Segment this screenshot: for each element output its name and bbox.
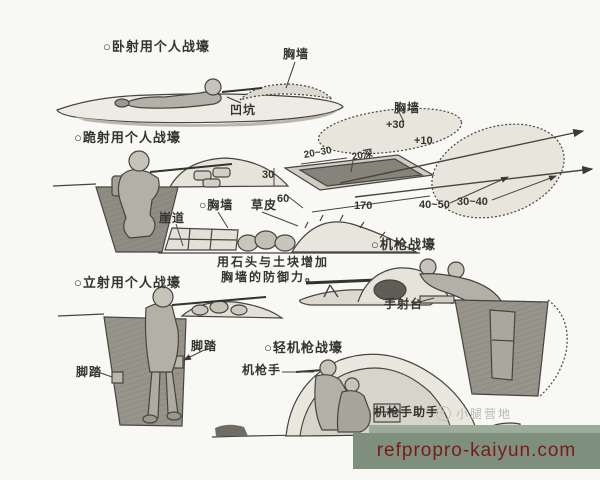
parapet-closeup-title: ○胸墙 — [199, 198, 234, 212]
url-banner[interactable]: refpropro-kaiyun.com — [353, 433, 600, 469]
plan-dim-30-40: 30~40 — [457, 196, 488, 208]
pit-label: 凹坑 — [230, 103, 257, 117]
sod-label: 草皮 — [251, 198, 278, 212]
mg-position-drawing — [299, 258, 568, 397]
cliff-path-label: 崖道 — [159, 211, 186, 225]
footstep-label-left: 脚踏 — [76, 365, 103, 379]
kneeling-position-title: ○跪射用个人战壕 — [74, 130, 181, 145]
parapet-caption-line1: 用石头与土块增加 — [217, 255, 330, 269]
gunner-assistant-label: 机枪手助手 — [374, 405, 440, 419]
gunner-label: 机枪手 — [242, 363, 282, 377]
banner-url-text[interactable]: refpropro-kaiyun.com — [376, 440, 577, 461]
firing-platform-label: 手射台 — [384, 297, 424, 311]
lmg-position-title: ○轻机枪战壕 — [264, 340, 343, 355]
plan-dim-60: 60 — [277, 193, 290, 205]
parapet-label-prone: 胸墙 — [283, 47, 310, 61]
banner-top-strip — [369, 425, 600, 434]
mg-position-title: ○机枪战壕 — [371, 237, 436, 252]
watermark-site-name: 小腿营地 — [456, 407, 513, 421]
plan-dim-30: 30 — [262, 169, 275, 181]
plan-dim-40-50: 40~50 — [419, 199, 450, 211]
plan-parapet-label: 胸墙 — [394, 101, 421, 115]
watermark-logo-icon — [436, 406, 451, 421]
standing-position-title: ○立射用个人战壕 — [74, 275, 181, 290]
kneeling-position-drawing — [52, 150, 290, 253]
footstep-label-right: 脚踏 — [191, 339, 218, 353]
plan-dim-170: 170 — [354, 200, 373, 212]
plan-dim-plus10: +10 — [414, 135, 433, 147]
prone-position-title: ○卧射用个人战壕 — [103, 39, 210, 54]
plan-view-drawing — [273, 107, 594, 219]
parapet-caption-line2: 胸墙的防御力。 — [221, 270, 320, 284]
prone-position-drawing — [56, 61, 344, 127]
parapet-closeup-drawing — [158, 211, 420, 254]
plan-dim-plus30: +30 — [386, 119, 405, 131]
lmg-position-drawing — [211, 353, 521, 438]
standing-position-drawing — [57, 286, 284, 427]
